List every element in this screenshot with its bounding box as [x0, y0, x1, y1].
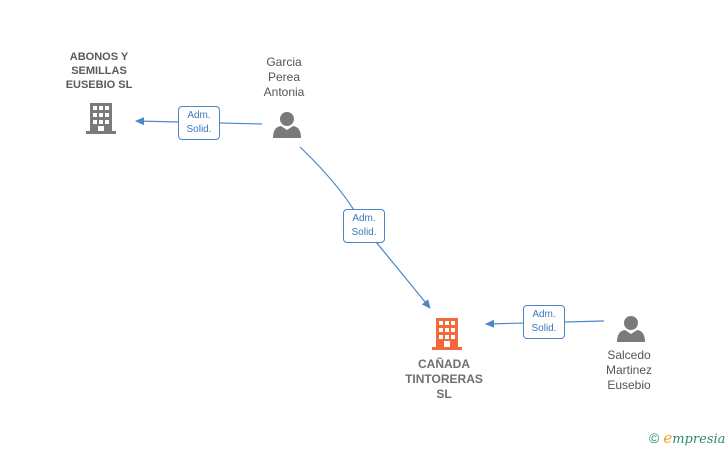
person-icon[interactable] — [617, 316, 645, 342]
copyright-icon: © — [649, 430, 660, 446]
person-icon[interactable] — [273, 112, 301, 138]
node-label-abonos[interactable]: ABONOS Y SEMILLAS EUSEBIO SL — [65, 51, 133, 91]
edge-badge-garcia-abonos: Adm. Solid. — [178, 106, 220, 140]
edge-badge-garcia-canada: Adm. Solid. — [343, 209, 385, 243]
node-label-garcia[interactable]: Garcia Perea Antonia — [263, 55, 305, 99]
edge-badge-salcedo-canada: Adm. Solid. — [523, 305, 565, 339]
brand-name: mpresia — [672, 432, 726, 447]
brand-initial: e — [663, 429, 673, 447]
node-label-canada[interactable]: CAÑADA TINTORERAS SL — [405, 357, 483, 401]
building-main-icon[interactable] — [432, 318, 462, 350]
footer-brand: © empresia — [649, 428, 725, 448]
node-label-salcedo[interactable]: Salcedo Martinez Eusebio — [605, 348, 652, 392]
brand-logo[interactable]: empresia — [663, 429, 725, 447]
building-icon[interactable] — [86, 103, 116, 134]
